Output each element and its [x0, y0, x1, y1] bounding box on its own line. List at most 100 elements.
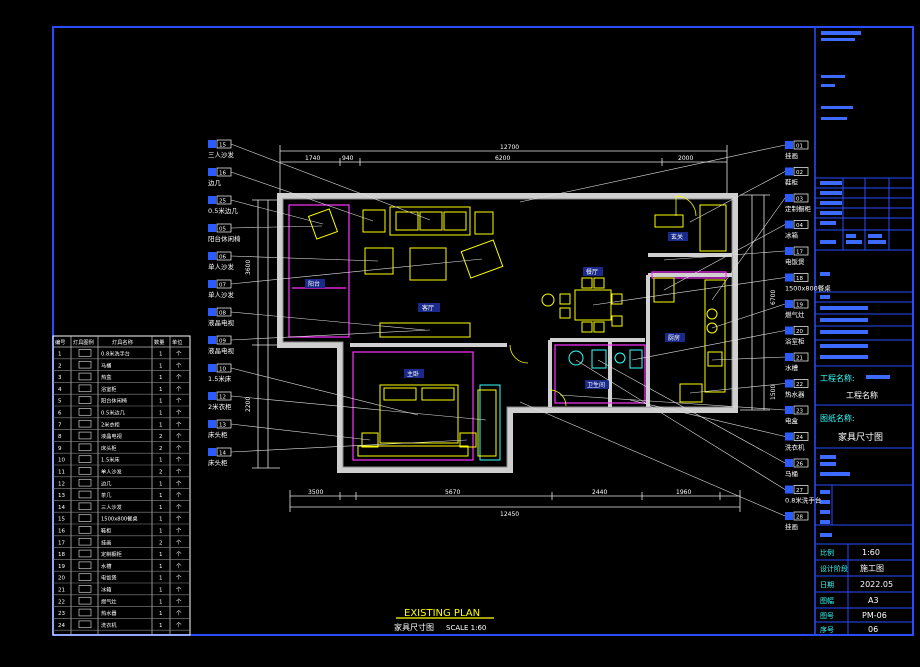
callout-number-box: [793, 379, 809, 388]
legend-symbol-icon: [78, 360, 92, 369]
legend-row-qty: 1: [159, 599, 163, 605]
callout-leader-line: [230, 311, 426, 331]
legend-symbol-icon: [78, 573, 92, 581]
legend-row-qty: 1: [159, 529, 163, 535]
callout-label: 洗衣机: [785, 443, 805, 452]
callout-number: 18: [796, 276, 803, 282]
callout-number: 10: [219, 367, 226, 373]
callout-leader-line: [631, 330, 786, 361]
callout-number: 16: [219, 171, 226, 177]
callout-leader-line: [230, 199, 324, 225]
callout-marker: [785, 194, 793, 202]
callout-number-box: [793, 458, 809, 468]
legend-row-number: 9: [58, 446, 62, 452]
legend-row-qty: 1: [159, 505, 163, 511]
legend-header-cell: 灯具图例: [73, 338, 94, 346]
callout-number-box: [793, 485, 809, 494]
legend-row-name: 1.5米床: [101, 456, 120, 464]
callout-number: 17: [796, 250, 803, 256]
legend-header-cell: 数量: [154, 338, 164, 346]
sheet-size-label: 图幅: [820, 596, 834, 605]
legend-symbol-icon: [78, 620, 92, 629]
drawing-name: 家具尺寸图: [838, 431, 883, 443]
room-balcony: 阳台: [308, 280, 320, 288]
callout-label: 热水器: [785, 390, 805, 399]
legend-header-cell: 灯具名称: [112, 338, 133, 346]
callout-marker: [208, 336, 216, 344]
legend-row-number: 4: [58, 387, 62, 393]
callout-marker: [208, 280, 216, 288]
legend-symbol-icon: [78, 537, 92, 546]
drawing-no-label: 图号: [820, 612, 834, 620]
legend-row-number: 24: [58, 623, 65, 629]
callout-marker: [208, 252, 216, 260]
legend-row-number: 15: [58, 517, 65, 523]
legend-row-name: 2米衣柜: [101, 420, 120, 428]
callout-leader-line: [230, 258, 483, 285]
sequence-label: 序号: [820, 625, 834, 634]
legend-header-cell: 单位: [172, 338, 182, 346]
dim-right-1: 6700: [770, 290, 777, 305]
callout-label: 边几: [208, 179, 222, 187]
legend-header: 编号灯具图例 灯具名称 数量单位: [53, 338, 190, 348]
callout-leader-line: [711, 197, 786, 301]
callout-label: 马桶: [785, 469, 798, 478]
title-cn: 家具尺寸图: [394, 622, 434, 632]
legend-row-qty: 1: [159, 493, 163, 499]
dim-right-2: 1500: [770, 385, 777, 400]
callout-number: 14: [219, 451, 226, 457]
legend-row-qty: 1: [159, 588, 163, 594]
drawing-title: EXISTING PLAN 家具尺寸图 SCALE 1:60: [394, 608, 494, 632]
legend-row-qty: 1: [159, 411, 163, 417]
title-block: 工程名称: 工程名称 图纸名称: 家具尺寸图 比例 1:60 设计阶段 施工图 …: [815, 31, 913, 635]
legend-header-cell: 编号: [55, 338, 65, 346]
legend-symbol-icon: [78, 514, 92, 522]
callout-tag: 16 边几: [208, 167, 374, 222]
callout-label: 单人沙发: [208, 262, 235, 271]
callout-label: 阳台休闲椅: [208, 234, 241, 243]
legend-row-unit: 个: [176, 551, 182, 558]
callout-label: 浴室柜: [785, 337, 805, 346]
room-entry: 玄关: [671, 233, 683, 241]
legend-row-unit: 个: [176, 480, 182, 487]
dim-bottom-seg4: 1960: [676, 489, 691, 496]
dim-top-seg4: 2000: [678, 155, 693, 162]
sheet-size-value: A3: [868, 596, 879, 605]
callout-label: 0.8米洗手台: [785, 496, 821, 505]
legend-row-name: 马桶: [101, 361, 111, 369]
legend-row-number: 19: [58, 564, 65, 570]
legend-symbol-icon: [78, 443, 92, 452]
legend-row-unit: 个: [176, 587, 182, 594]
project-name: 工程名称: [846, 390, 878, 400]
legend-row-number: 22: [58, 599, 65, 605]
callout-leader-line: [230, 423, 371, 441]
callout-number: 05: [219, 227, 226, 233]
legend-row-unit: 个: [176, 410, 182, 417]
callout-label: 挂画: [785, 522, 798, 531]
legend-row-number: 8: [58, 434, 62, 440]
legend-row-name: 挂画: [101, 538, 111, 546]
dim-top-seg2: 940: [342, 155, 354, 162]
callout-marker: [208, 196, 216, 204]
legend-row-name: 液晶电视: [101, 432, 122, 440]
legend-row-number: 18: [58, 552, 65, 558]
legend-column-lines: [70, 336, 171, 635]
zone-outlines: [288, 204, 727, 461]
legend-row-qty: 1: [159, 422, 163, 428]
